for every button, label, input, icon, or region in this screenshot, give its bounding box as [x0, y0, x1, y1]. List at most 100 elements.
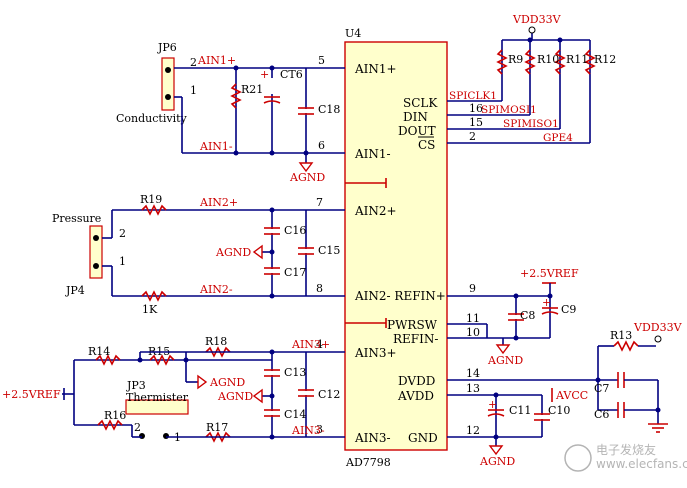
svg-text:AIN2-: AIN2-: [199, 283, 233, 296]
svg-text:Thermister: Thermister: [126, 391, 189, 404]
svg-text:2: 2: [119, 227, 126, 240]
svg-text:6: 6: [318, 139, 325, 152]
net-dout: SPIMISO1: [503, 118, 559, 130]
svg-text:R11: R11: [566, 53, 588, 66]
svg-text:13: 13: [466, 382, 480, 395]
svg-text:Pressure: Pressure: [52, 212, 101, 225]
svg-text:AIN1+: AIN1+: [197, 54, 236, 67]
svg-text:1: 1: [190, 84, 197, 97]
svg-text:+: +: [488, 398, 497, 411]
svg-text:C18: C18: [318, 103, 340, 116]
svg-text:AGND: AGND: [209, 376, 245, 389]
pin-ain3m: AIN3-: [354, 431, 391, 445]
svg-text:R18: R18: [205, 335, 227, 348]
svg-text:C8: C8: [520, 309, 535, 322]
vref-top: +2.5VREF: [520, 267, 579, 280]
svg-text:1: 1: [119, 255, 126, 268]
vdd33v-right: VDD33V: [633, 321, 683, 334]
svg-text:R19: R19: [140, 193, 162, 206]
svg-text:AGND: AGND: [215, 246, 251, 259]
svg-text:16: 16: [469, 102, 483, 115]
pin-avdd: AVDD: [397, 389, 434, 403]
pullup-resistors: VDD33V R9 R10 R11 R12: [496, 13, 616, 143]
svg-text:+: +: [542, 296, 551, 309]
svg-text:10: 10: [466, 326, 480, 339]
svg-text:AVCC: AVCC: [555, 389, 588, 402]
svg-text:JP3: JP3: [126, 379, 146, 392]
power-section: R13 VDD33V C7 C6 AVCC + C11 C10 AGND: [479, 321, 683, 468]
svg-text:1K: 1K: [142, 303, 158, 316]
svg-text:C16: C16: [284, 224, 306, 237]
svg-text:5: 5: [318, 54, 325, 67]
svg-text:R16: R16: [104, 409, 126, 422]
pin-dvdd: DVDD: [398, 374, 435, 388]
svg-text:3: 3: [316, 423, 323, 436]
vdd33v-top: VDD33V: [512, 13, 562, 26]
svg-text:C12: C12: [318, 388, 340, 401]
svg-text:AGND: AGND: [487, 354, 523, 367]
svg-text:9: 9: [469, 282, 476, 295]
svg-text:AGND: AGND: [217, 390, 253, 403]
conductivity-section: JP6 Conductivity 2 1 AIN1+ AIN1- R21 + C…: [116, 41, 340, 184]
svg-text:2: 2: [134, 421, 141, 434]
svg-text:C11: C11: [509, 404, 531, 417]
net-sclk: SPICLK1: [449, 90, 497, 102]
svg-text:AIN1-: AIN1-: [199, 140, 233, 153]
svg-text:R9: R9: [508, 53, 523, 66]
svg-text:C13: C13: [284, 366, 306, 379]
svg-text:R21: R21: [241, 83, 263, 96]
svg-text:R14: R14: [88, 345, 110, 358]
ad7798-chip-body: [344, 41, 448, 451]
chip-part-label: AD7798: [345, 456, 391, 469]
pin-refinm: REFIN-: [393, 332, 438, 346]
svg-text:JP6: JP6: [157, 41, 177, 54]
svg-text:AIN2+: AIN2+: [199, 196, 238, 209]
svg-text:2: 2: [190, 56, 197, 69]
svg-text:R10: R10: [537, 53, 559, 66]
svg-text:R17: R17: [206, 421, 228, 434]
svg-text:AIN3-: AIN3-: [291, 424, 325, 437]
reference-section: +2.5VREF C8 + C9 AGND: [487, 267, 579, 367]
svg-text:C14: C14: [284, 408, 306, 421]
svg-text:C10: C10: [548, 404, 570, 417]
svg-text:AGND: AGND: [289, 171, 325, 184]
svg-text:12: 12: [466, 424, 480, 437]
svg-text:C15: C15: [318, 244, 340, 257]
pin-ain1p: AIN1+: [354, 62, 397, 76]
pin-ain2p: AIN2+: [354, 204, 397, 218]
svg-text:Conductivity: Conductivity: [116, 112, 188, 125]
svg-text:8: 8: [316, 282, 323, 295]
svg-text:14: 14: [466, 367, 480, 380]
svg-text:C7: C7: [594, 382, 609, 395]
svg-text:2: 2: [469, 130, 476, 143]
pin-din: DIN: [403, 110, 428, 124]
pin-ain3p: AIN3+: [354, 346, 397, 360]
svg-text:JP4: JP4: [65, 284, 85, 297]
pin-dout: DOUT: [398, 124, 436, 138]
svg-text:R13: R13: [610, 329, 632, 342]
thermistor-section: +2.5VREF R14 R15 R18 R16 R17 JP3 Thermis…: [2, 335, 340, 444]
chip-ref-label: U4: [345, 27, 361, 40]
pressure-section: Pressure JP4 2 1 R19 1K AIN2+ AIN2- C16 …: [52, 193, 340, 316]
pin-ain2m-refinp: AIN2- REFIN+: [354, 289, 446, 303]
net-din: SPIMOSI1: [481, 104, 537, 116]
svg-text:11: 11: [466, 312, 480, 325]
svg-text:15: 15: [469, 116, 483, 129]
svg-text:R12: R12: [594, 53, 616, 66]
svg-text:7: 7: [316, 196, 323, 209]
svg-text:C9: C9: [561, 303, 576, 316]
pin-sclk: SCLK: [403, 96, 438, 110]
svg-text:+: +: [260, 68, 269, 81]
svg-text:C6: C6: [594, 408, 609, 421]
svg-text:CT6: CT6: [280, 68, 303, 81]
net-cs: GPE4: [543, 132, 573, 144]
svg-text:AGND: AGND: [479, 455, 515, 468]
pin-gnd: GND: [408, 431, 438, 445]
pin-ain1m: AIN1-: [354, 147, 391, 161]
svg-text:C17: C17: [284, 266, 306, 279]
svg-text:AIN3+: AIN3+: [291, 338, 330, 351]
